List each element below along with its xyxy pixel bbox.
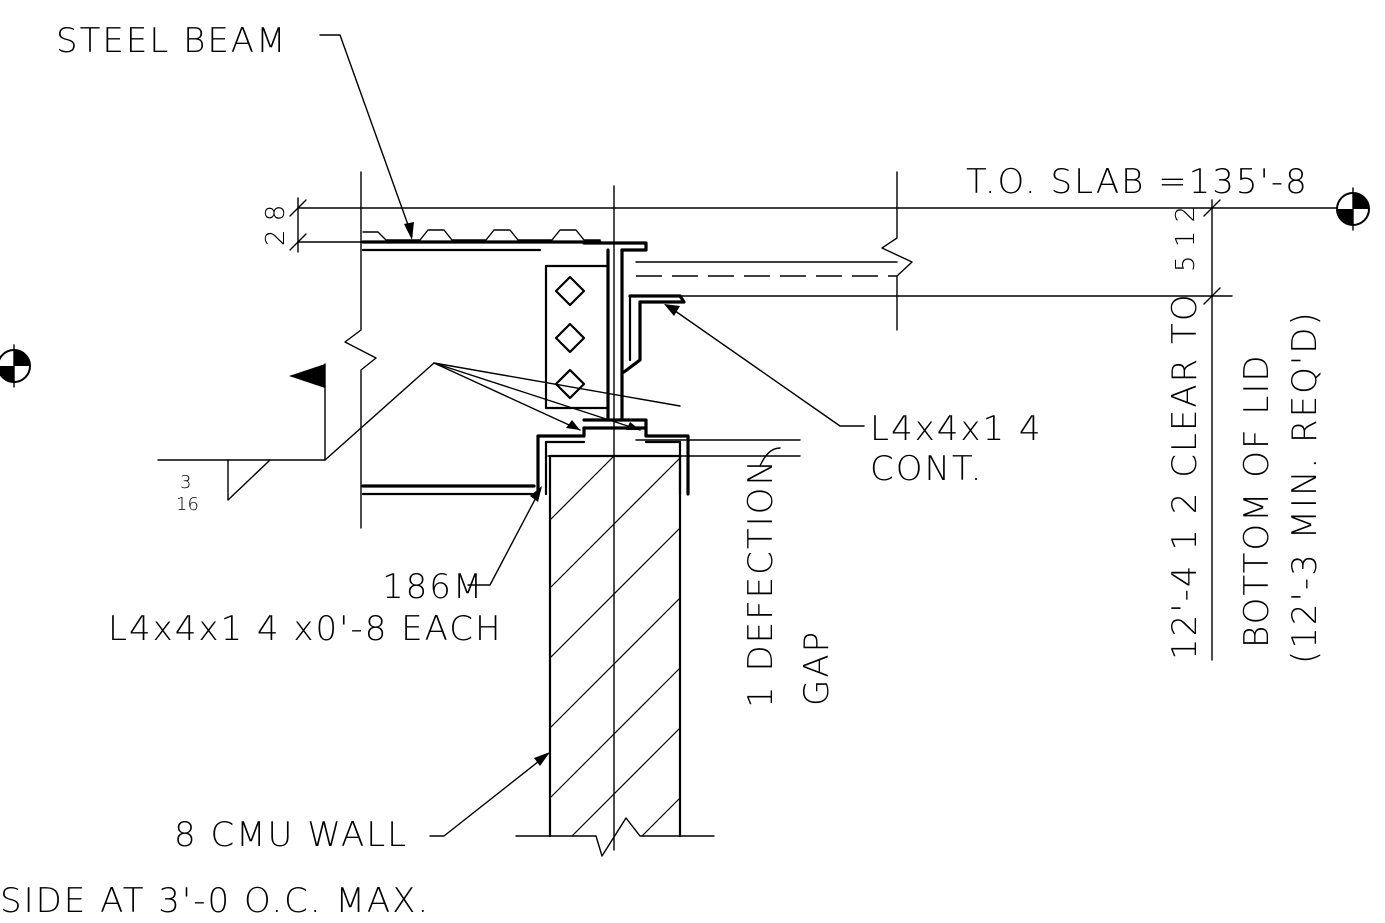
min-req-label: (12'-3 MIN. REQ'D) <box>1285 310 1325 664</box>
note-label: SIDE AT 3'-0 O.C. MAX. <box>0 881 430 921</box>
leaders <box>319 34 865 837</box>
weld-symbol <box>157 362 681 501</box>
section-marker-left <box>0 344 31 388</box>
slab-dim-label: 2 8 <box>261 205 291 246</box>
break-lines <box>344 171 913 851</box>
cont-angle-label: L4x4x1 4 <box>870 409 1043 449</box>
slab-dimension: 2 8 <box>261 197 307 253</box>
angle-each-label: L4x4x1 4 x0'-8 EACH <box>108 609 503 649</box>
top-of-slab-label: T.O. SLAB =135'-8 <box>966 162 1309 202</box>
section-marker-right <box>1336 187 1370 231</box>
weld-flag-icon <box>289 364 325 388</box>
cont-label: CONT. <box>870 449 983 489</box>
cont-angle <box>622 294 686 374</box>
clear-dimension <box>1203 199 1221 661</box>
steel-beam-label: STEEL BEAM <box>56 21 287 61</box>
bottom-of-lid-label: BOTTOM OF LID <box>1237 353 1277 648</box>
steel-beam <box>544 241 898 430</box>
cmu-wall-label: 8 CMU WALL <box>174 815 408 855</box>
clear-dim-label: 12'-4 1 2 CLEAR TO <box>1165 292 1205 660</box>
metal-deck <box>361 229 602 252</box>
gap-label: GAP <box>797 630 837 706</box>
weld-size-top: 3 <box>180 472 191 493</box>
clip-angles <box>361 426 690 496</box>
deflection-label: 1 DEFECTION <box>741 458 781 708</box>
mark-label: 186M <box>382 567 484 607</box>
cmu-wall <box>515 454 715 857</box>
labels: STEEL BEAM T.O. SLAB =135'-8 5 1 2 12'-4… <box>0 21 1325 921</box>
weld-size-bottom: 16 <box>176 494 199 515</box>
angle-dim-label: 5 1 2 <box>1171 206 1201 272</box>
